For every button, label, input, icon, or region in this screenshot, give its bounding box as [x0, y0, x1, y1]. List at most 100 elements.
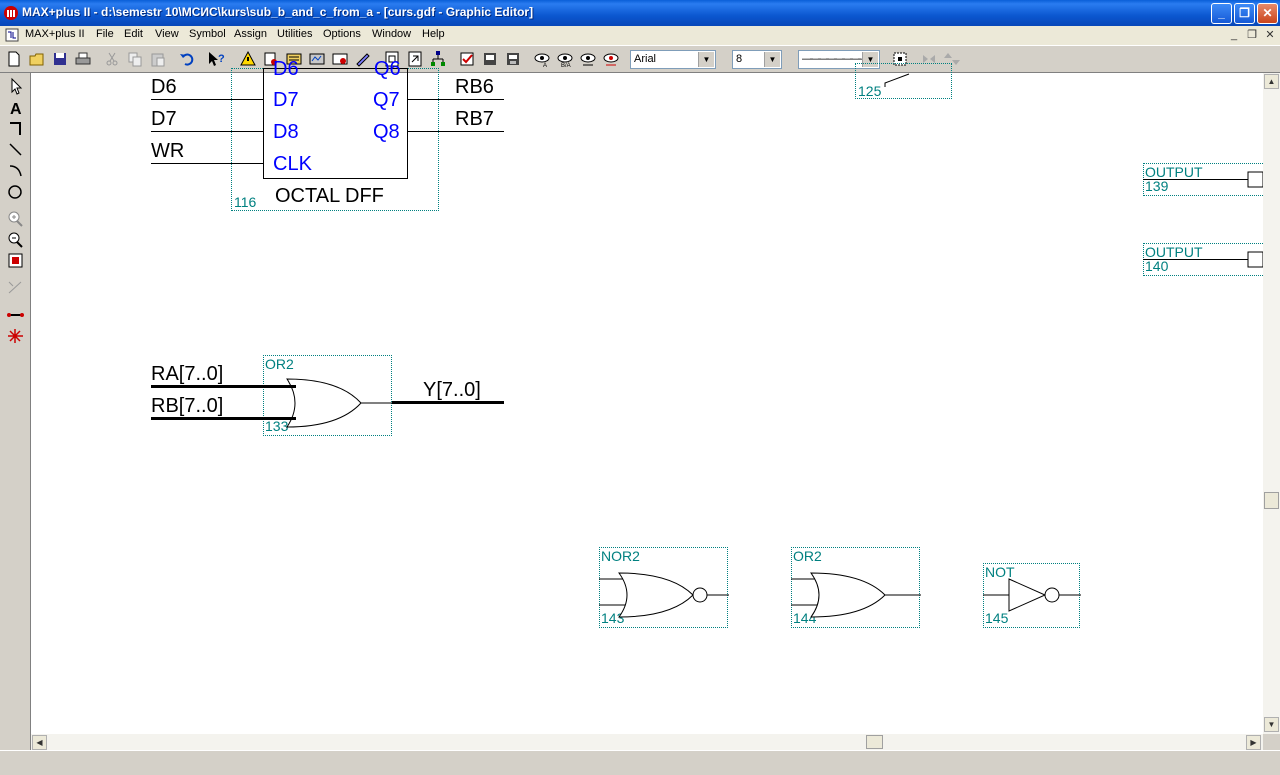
menu-utilities[interactable]: Utilities — [277, 28, 313, 40]
rubberband-icon[interactable] — [890, 49, 910, 69]
menu-window[interactable]: Window — [372, 28, 412, 40]
enter-symbol-icon[interactable] — [405, 49, 425, 69]
nor2-143-selection-box[interactable] — [599, 547, 728, 628]
zoom-in-icon[interactable] — [5, 209, 26, 228]
or2-133-selection-box[interactable] — [263, 355, 392, 436]
or2-133-gate-icon[interactable] — [263, 373, 393, 429]
bus-rb[interactable] — [151, 417, 296, 420]
symbol-125-fragment — [884, 73, 910, 87]
horizontal-scrollbar[interactable]: ◀ ▶ — [31, 734, 1263, 750]
menu-symbol[interactable]: Symbol — [189, 28, 226, 40]
probe-color-icon[interactable] — [601, 49, 621, 69]
print-icon[interactable] — [73, 49, 93, 69]
minimize-button[interactable]: _ — [1211, 3, 1232, 24]
probe-icon[interactable]: A — [532, 49, 552, 69]
output-139-wire[interactable] — [1143, 179, 1249, 180]
symbol-125-selection-box[interactable] — [855, 63, 952, 99]
svg-text:A: A — [10, 101, 22, 118]
menu-file[interactable]: File — [96, 28, 114, 40]
wire-d7[interactable] — [151, 131, 263, 132]
undo-icon[interactable] — [177, 49, 197, 69]
bus-y[interactable] — [392, 401, 504, 404]
text-tool-icon[interactable]: A — [5, 98, 26, 118]
status-bar — [0, 750, 1280, 775]
restore-button[interactable]: ❐ — [1234, 3, 1255, 24]
open-symbol-icon[interactable] — [382, 49, 402, 69]
menu-help[interactable]: Help — [422, 28, 445, 40]
bus-ra[interactable] — [151, 385, 296, 388]
output-140-pin-icon — [1247, 251, 1264, 268]
font-select[interactable]: Arial ▼ — [630, 50, 716, 69]
save-icon[interactable] — [50, 49, 70, 69]
hierarchy-warning-icon[interactable] — [238, 49, 258, 69]
zoom-out-icon[interactable] — [5, 230, 26, 249]
menu-assign[interactable]: Assign — [234, 28, 268, 40]
maxplus-app-icon[interactable] — [3, 5, 19, 21]
compile-icon[interactable] — [261, 49, 281, 69]
paste-icon[interactable] — [148, 49, 168, 69]
open-folder-icon[interactable] — [27, 49, 47, 69]
or2-144-gate-icon[interactable] — [791, 569, 921, 621]
simulate-icon[interactable] — [307, 49, 327, 69]
font-dropdown-arrow-icon[interactable]: ▼ — [698, 52, 714, 67]
not-145-number: 145 — [985, 610, 1009, 626]
disconnect-lines-icon[interactable] — [5, 326, 26, 345]
orthogonal-line-icon[interactable] — [5, 119, 26, 138]
connect-lines-icon[interactable] — [5, 305, 26, 324]
wire-rb6[interactable] — [408, 99, 504, 100]
timing-icon[interactable] — [330, 49, 350, 69]
font-size-value: 8 — [736, 53, 743, 65]
programmer-icon[interactable] — [353, 49, 373, 69]
snap-to-grid-icon[interactable] — [5, 278, 26, 297]
output-140-number: 140 — [1145, 258, 1169, 274]
rotate-icon[interactable] — [942, 49, 962, 69]
flip-horizontal-icon[interactable] — [919, 49, 939, 69]
wire-wr[interactable] — [151, 163, 263, 164]
arc-tool-icon[interactable] — [5, 161, 26, 180]
selection-pointer-icon[interactable] — [5, 77, 26, 96]
scroll-down-icon[interactable]: ▼ — [1264, 717, 1279, 732]
menu-view[interactable]: View — [155, 28, 179, 40]
net-ra-label: RA[7..0] — [151, 363, 224, 385]
vertical-scrollbar[interactable]: ▲ ▼ — [1263, 73, 1280, 734]
save-check-icon[interactable] — [480, 49, 500, 69]
check-icon[interactable] — [457, 49, 477, 69]
save-compile-icon[interactable] — [503, 49, 523, 69]
port-q6: Q6 — [374, 58, 401, 80]
fit-in-window-icon[interactable] — [5, 251, 26, 270]
wire-d6[interactable] — [151, 99, 263, 100]
menu-options[interactable]: Options — [323, 28, 361, 40]
mdi-minimize-button[interactable]: _ — [1230, 29, 1238, 41]
close-button[interactable]: ✕ — [1257, 3, 1278, 24]
context-help-icon[interactable]: ? — [206, 49, 226, 69]
graphic-editor-canvas[interactable]: D6 Q6 D7 Q7 D8 Q8 CLK OCTAL DFF 116 D6 D… — [31, 59, 1273, 734]
hierarchy-icon[interactable] — [428, 49, 448, 69]
line-style-select[interactable]: ———————— ▼ — [798, 50, 880, 69]
scroll-right-icon[interactable]: ▶ — [1246, 735, 1261, 750]
or2-144-selection-box[interactable] — [791, 547, 920, 628]
horizontal-scroll-thumb[interactable] — [866, 735, 883, 749]
document-icon[interactable] — [4, 27, 20, 43]
scroll-up-icon[interactable]: ▲ — [1264, 74, 1279, 89]
not-145-gate-icon[interactable] — [983, 577, 1081, 613]
mdi-restore-button[interactable]: ❐ — [1247, 29, 1257, 41]
probe-ab-icon[interactable]: B/A — [555, 49, 575, 69]
copy-icon[interactable] — [125, 49, 145, 69]
font-size-select[interactable]: 8 ▼ — [732, 50, 782, 69]
project-icon[interactable] — [284, 49, 304, 69]
scroll-left-icon[interactable]: ◀ — [32, 735, 47, 750]
mdi-close-button[interactable]: ✕ — [1265, 29, 1275, 41]
menu-edit[interactable]: Edit — [124, 28, 143, 40]
cut-icon[interactable] — [102, 49, 122, 69]
circle-tool-icon[interactable] — [5, 182, 26, 201]
octal-dff-body[interactable] — [263, 68, 408, 179]
vertical-scroll-thumb[interactable] — [1264, 492, 1279, 509]
probe-view-icon[interactable] — [578, 49, 598, 69]
output-140-wire[interactable] — [1143, 259, 1249, 260]
nor2-143-gate-icon[interactable] — [599, 569, 729, 621]
diagonal-line-icon[interactable] — [5, 140, 26, 159]
font-size-dropdown-arrow-icon[interactable]: ▼ — [764, 52, 780, 67]
menu-maxplus[interactable]: MAX+plus II — [25, 28, 85, 40]
new-file-icon[interactable] — [4, 49, 24, 69]
wire-rb7[interactable] — [408, 131, 504, 132]
